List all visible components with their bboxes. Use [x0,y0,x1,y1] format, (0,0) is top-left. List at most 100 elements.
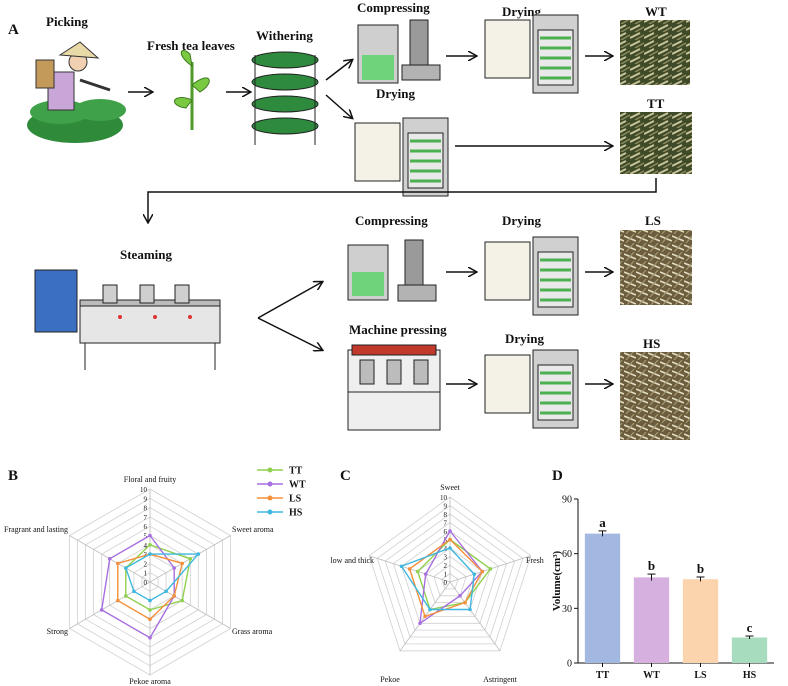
machine-pressing-label: Machine pressing [349,322,447,337]
panel-b-letter: B [8,468,19,484]
series-point-ls [423,614,427,619]
series-point-tt [488,567,493,571]
drying-label-hs: Drying [505,331,544,346]
radar-tick-label: 5 [444,537,448,545]
series-point-hs [164,589,168,594]
picking-label: Picking [46,14,88,29]
product-ls-image [620,230,692,305]
product-tt-label: TT [647,96,665,111]
x-tick-label: LS [694,670,707,681]
radar-axis-label: Sweet aroma [232,525,274,534]
radar-tick-label: 7 [144,514,148,522]
compressing-device-bottom [347,239,437,302]
series-point-wt [423,572,428,576]
radar-grid-ring [441,573,459,590]
withering-illustration [251,51,319,145]
series-point-wt [148,533,152,538]
radar-axis-label: Fresh [526,556,544,565]
series-line-tt [416,538,492,611]
radar-axis-label: Floral and fruity [124,475,176,484]
drying-label-middle: Drying [376,86,415,101]
branch-arrows [257,272,612,384]
radar-tick-label: 2 [144,560,148,568]
radar-axis-label: Mellow and thick [330,556,374,565]
series-point-tt [415,569,420,574]
legend-marker-wt [267,481,273,487]
panel-a-letter: A [8,22,19,38]
radar-tick-label: 6 [444,528,448,536]
radar-tick-label: 1 [444,571,448,579]
radar-tick-label: 9 [144,495,148,503]
series-point-wt [448,529,452,533]
bar-wt [633,577,670,663]
radar-tick-label: 8 [444,511,448,519]
series-point-hs [196,552,201,556]
product-tt-image [620,112,692,174]
significance-label: c [747,620,753,635]
series-point-wt [107,556,112,561]
radar-grid-ring [368,496,532,652]
legend-marker-ls [267,495,273,501]
series-point-ls [480,569,485,574]
series-point-wt [148,636,152,640]
series-point-tt [180,598,185,603]
series-line-hs [400,547,476,611]
series-point-tt [148,608,152,612]
series-point-hs [448,546,452,550]
series-point-wt [458,593,462,598]
legend-marker-tt [267,467,273,473]
radar-tick-label: 5 [144,533,148,541]
radar-axis-label: Pekoe aroma [129,677,171,686]
process-diagram [27,14,692,440]
series-point-hs [472,572,477,576]
picking-illustration [27,41,126,143]
radar-tick-label: 10 [140,486,148,494]
y-tick-label: 90 [562,495,572,506]
radar-spoke [69,581,151,629]
drying-label-top: Drying [502,4,541,19]
radar-axis-label: Sweet [440,483,460,492]
dryer-middle [354,117,449,197]
radar-tick-label: 1 [144,570,148,578]
legend-label-hs: HS [289,508,303,519]
product-ls-label: LS [645,213,661,228]
significance-label: b [697,561,704,576]
panel-d-letter: D [552,468,563,484]
radar-chart-c: 012345678910SweetFreshAstringentPekoeMel… [330,483,544,684]
bar-hs [731,637,768,663]
radar-spoke [149,581,231,629]
legend-label-tt: TT [289,466,303,477]
x-tick-label: HS [743,670,757,681]
series-point-tt [148,543,152,547]
series-point-ls [115,598,120,603]
withering-label: Withering [256,28,313,43]
bar-ls [682,579,719,663]
radar-axis-label: Grass aroma [232,627,273,636]
radar-axis-label: Strong [47,627,68,636]
legend-label-wt: WT [289,480,306,491]
radar-axis-label: Fragrant and lasting [4,525,68,534]
drying-label-ls: Drying [502,213,541,228]
radar-tick-label: 3 [444,554,448,562]
radar-tick-label: 0 [144,579,148,587]
series-point-hs [428,607,432,612]
machine-press-illustration [347,344,441,431]
series-point-hs [148,598,152,603]
arrows-row1 [128,56,612,146]
product-wt-label: WT [645,4,667,19]
series-point-hs [124,566,128,570]
product-hs-image [620,352,690,440]
radar-tick-label: 7 [444,520,448,528]
steaming-illustration [34,269,221,370]
series-point-ls [148,617,152,621]
series-point-wt [99,608,104,612]
radar-grid-ring [384,513,516,638]
y-axis-label: Volume(cm³) [551,551,563,612]
steaming-label: Steaming [120,247,172,262]
series-point-hs [399,564,404,569]
fresh-leaves-illustration [174,50,210,130]
radar-spoke [449,581,501,652]
